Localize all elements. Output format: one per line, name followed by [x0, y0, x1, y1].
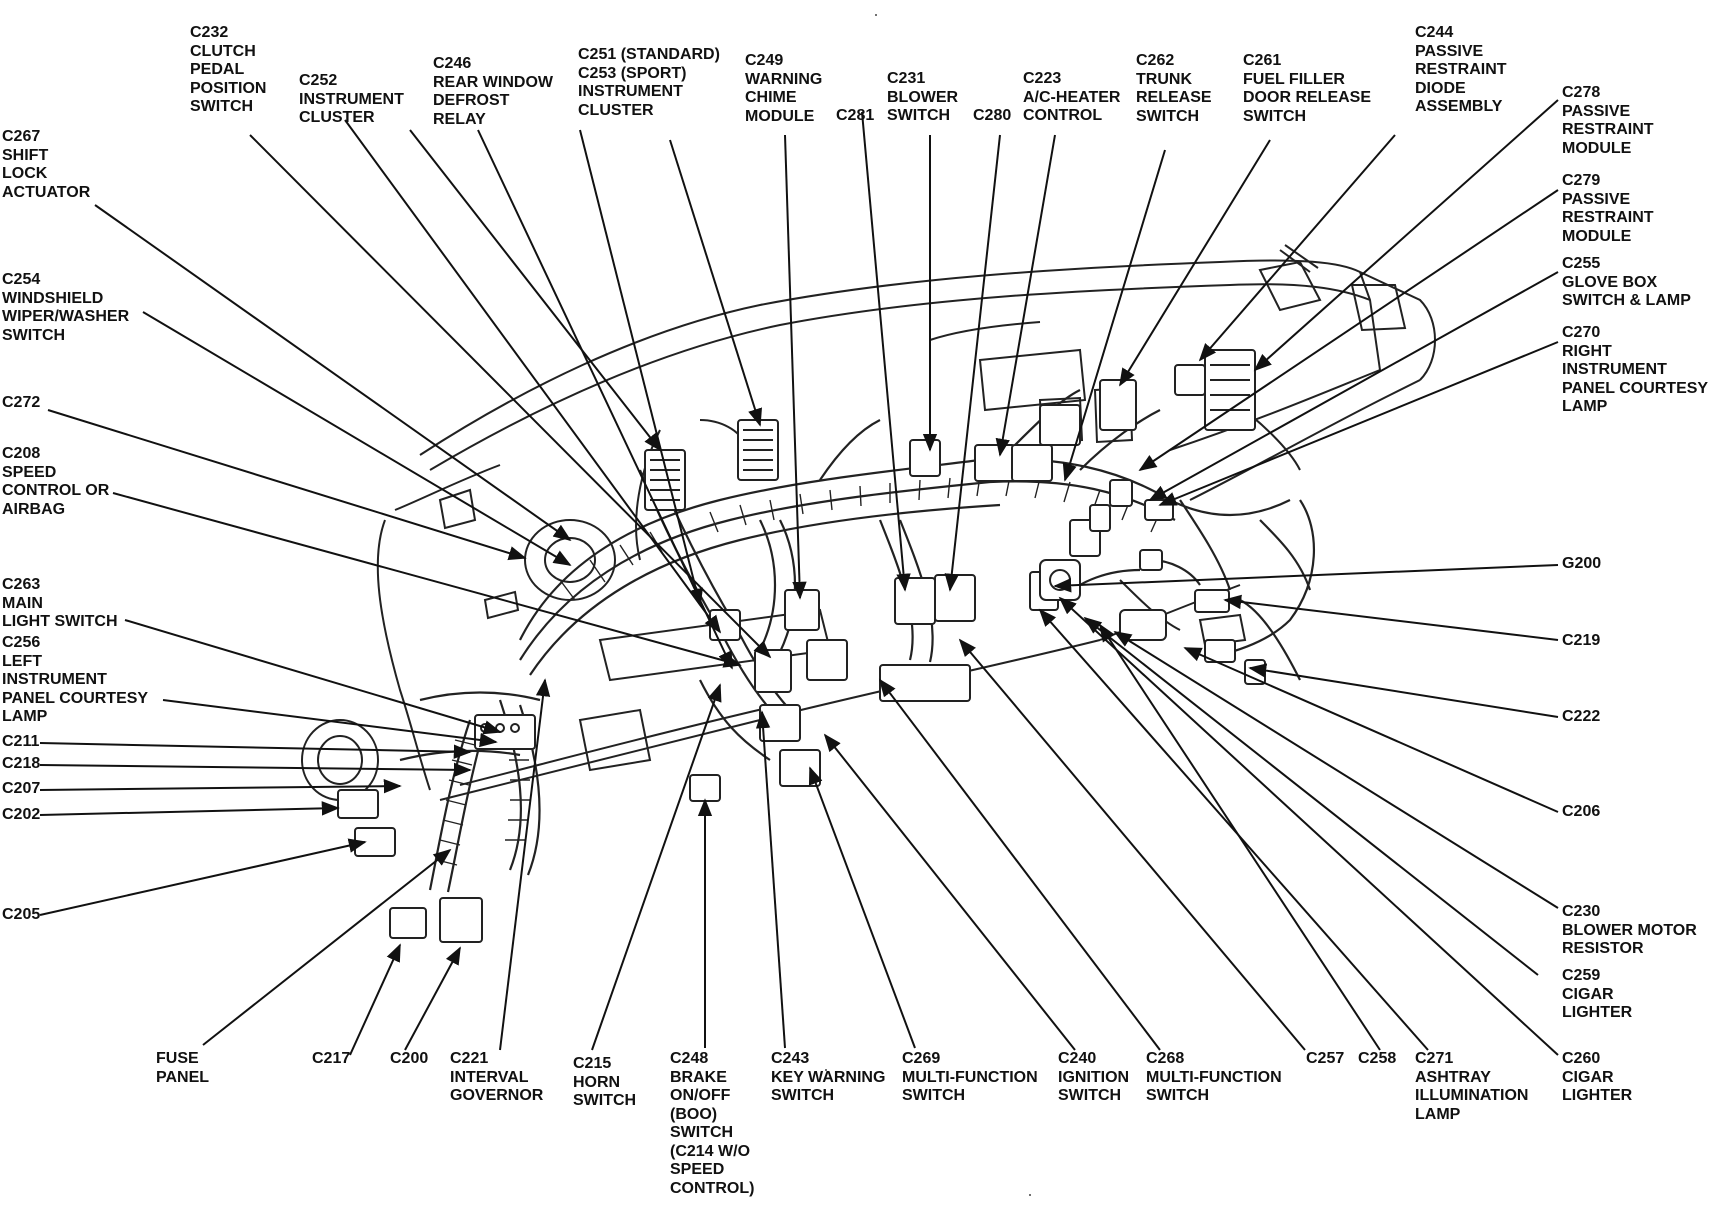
- label-c211: C211: [2, 733, 40, 750]
- label-c243: C243 KEY WARNING SWITCH: [771, 1050, 886, 1104]
- label-c248: C248 BRAKE ON/OFF (BOO) SWITCH (C214 W/O…: [670, 1050, 755, 1197]
- label-c260: C260 CIGAR LIGHTER: [1562, 1050, 1633, 1104]
- label-c232: C232 CLUTCH PEDAL POSITION SWITCH: [190, 24, 267, 115]
- dashboard-outline: [301, 244, 1436, 801]
- label-c280: C280: [973, 107, 1012, 124]
- label-c217: C217: [312, 1050, 351, 1067]
- label-c249: C249 WARNING CHIME MODULE: [745, 52, 823, 125]
- label-c261: C261 FUEL FILLER DOOR RELEASE SWITCH: [1243, 52, 1372, 125]
- label-c262: C262 TRUNK RELEASE SWITCH: [1136, 52, 1212, 125]
- leader-lines: [39, 99, 1559, 1056]
- label-fuse-panel: FUSE PANEL: [156, 1050, 210, 1086]
- label-c206: C206: [1562, 803, 1601, 820]
- label-c219: C219: [1562, 632, 1601, 649]
- label-c205: C205: [2, 906, 41, 923]
- scan-specks: [825, 14, 1031, 1196]
- label-c231: C231 BLOWER SWITCH: [887, 70, 959, 124]
- label-c263: C263 MAIN LIGHT SWITCH: [2, 576, 118, 630]
- connectors: [337, 349, 1266, 943]
- label-c281: C281: [836, 107, 875, 124]
- label-c255: C255 GLOVE BOX SWITCH & LAMP: [1562, 255, 1691, 309]
- label-c223: C223 A/C-HEATER CONTROL: [1023, 70, 1121, 124]
- label-c278: C278 PASSIVE RESTRAINT MODULE: [1562, 84, 1654, 157]
- label-c222: C222: [1562, 708, 1601, 725]
- label-c256: C256 LEFT INSTRUMENT PANEL COURTESY LAMP: [2, 634, 149, 725]
- label-c272: C272: [2, 394, 41, 411]
- label-c218: C218: [2, 755, 41, 772]
- label-c267: C267 SHIFT LOCK ACTUATOR: [2, 128, 91, 201]
- label-c208: C208 SPEED CONTROL OR AIRBAG: [2, 445, 110, 518]
- label-c271: C271 ASHTRAY ILLUMINATION LAMP: [1415, 1050, 1529, 1123]
- label-c251: C251 (STANDARD) C253 (SPORT) INSTRUMENT …: [578, 46, 720, 119]
- label-c207: C207: [2, 780, 41, 797]
- wiring-harness: [399, 389, 1315, 893]
- label-c252: C252 INSTRUMENT CLUSTER: [299, 72, 404, 126]
- label-c202: C202: [2, 806, 41, 823]
- label-c259: C259 CIGAR LIGHTER: [1562, 967, 1633, 1021]
- label-c254: C254 WINDSHIELD WIPER/WASHER SWITCH: [2, 271, 130, 344]
- label-c257: C257: [1306, 1050, 1345, 1067]
- label-c269: C269 MULTI-FUNCTION SWITCH: [902, 1050, 1038, 1104]
- label-c244: C244 PASSIVE RESTRAINT DIODE ASSEMBLY: [1415, 24, 1507, 115]
- label-c240: C240 IGNITION SWITCH: [1058, 1050, 1130, 1104]
- label-c270: C270 RIGHT INSTRUMENT PANEL COURTESY LAM…: [1562, 324, 1709, 415]
- label-c246: C246 REAR WINDOW DEFROST RELAY: [433, 55, 553, 128]
- label-c279: C279 PASSIVE RESTRAINT MODULE: [1562, 172, 1654, 245]
- label-g200: G200: [1562, 555, 1602, 572]
- label-c258: C258: [1358, 1050, 1397, 1067]
- label-c200: C200: [390, 1050, 429, 1067]
- label-c230: C230 BLOWER MOTOR RESISTOR: [1562, 903, 1697, 957]
- label-c268: C268 MULTI-FUNCTION SWITCH: [1146, 1050, 1282, 1104]
- label-c215: C215 HORN SWITCH: [573, 1055, 637, 1109]
- label-c221: C221 INTERVAL GOVERNOR: [450, 1050, 544, 1104]
